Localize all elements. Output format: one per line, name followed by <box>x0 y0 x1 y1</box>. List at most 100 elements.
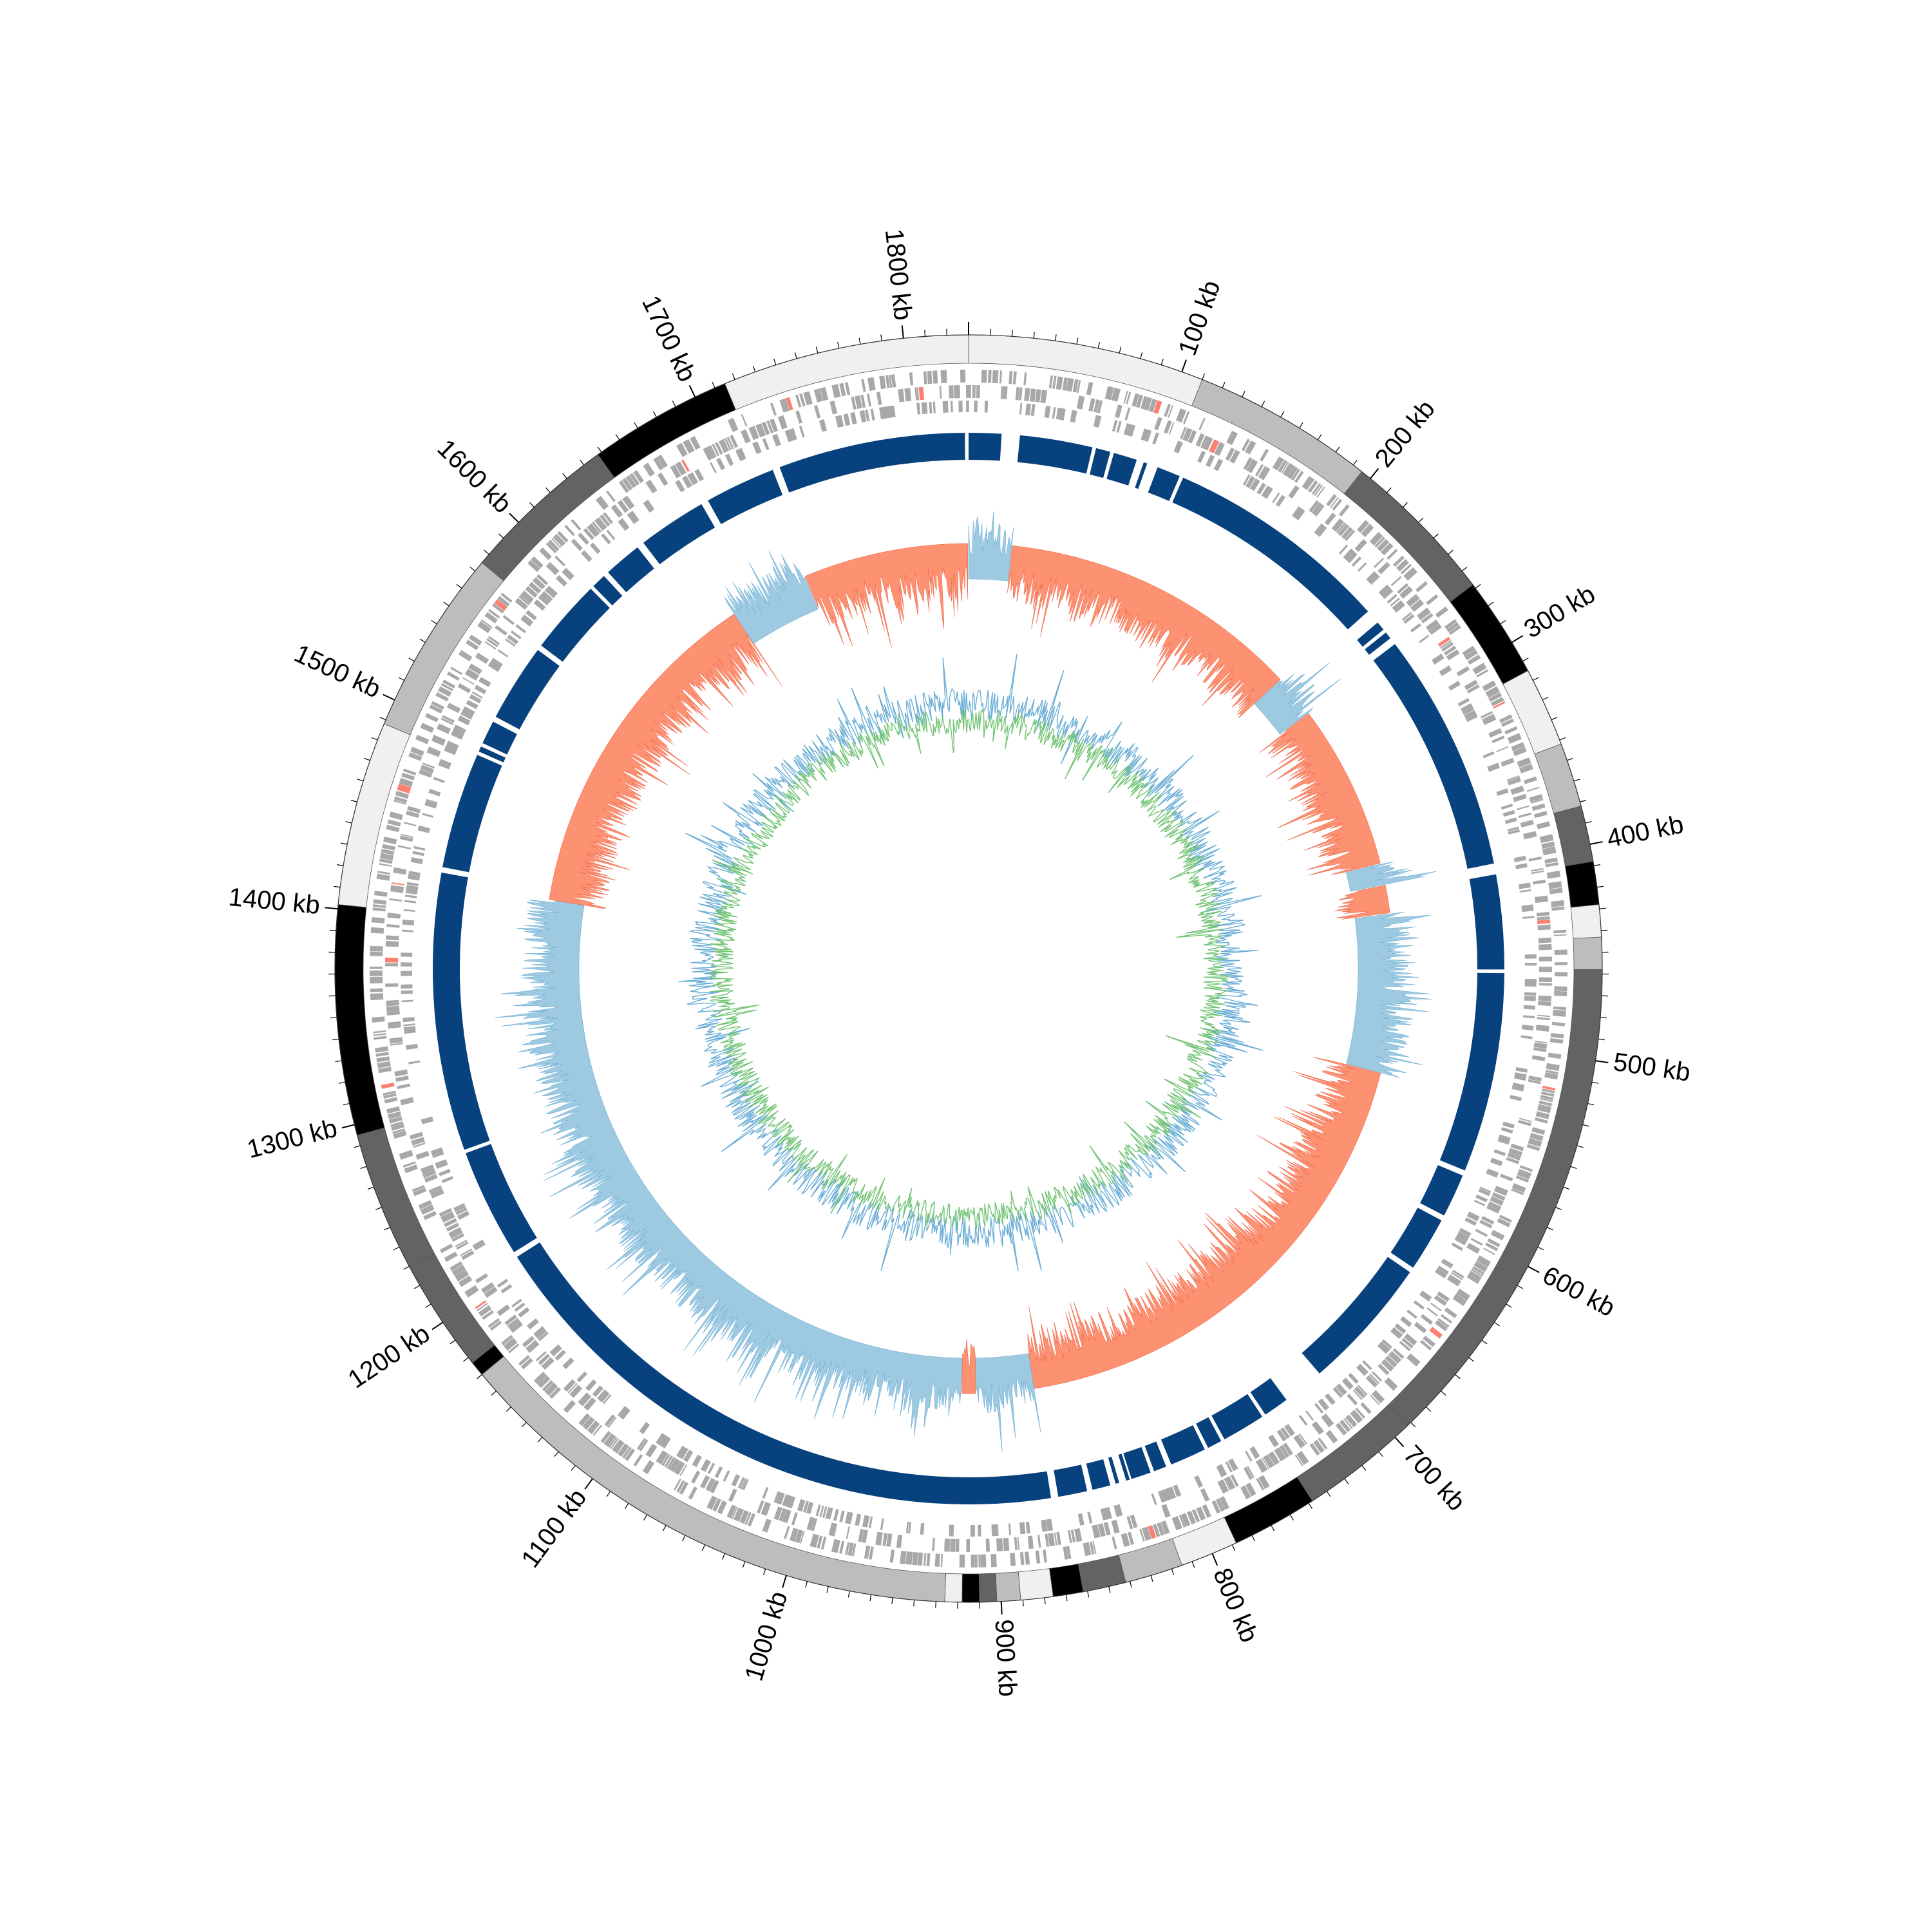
gene-feature <box>1519 1117 1532 1122</box>
gene-feature <box>1550 1033 1564 1039</box>
minor-tick <box>529 502 535 508</box>
gene-feature <box>985 1539 990 1552</box>
gene-feature <box>1420 1340 1432 1350</box>
gene-feature <box>423 1211 437 1220</box>
gene-feature <box>1188 430 1197 444</box>
gene-feature <box>629 473 640 486</box>
gene-feature <box>782 1509 791 1524</box>
gene-feature <box>802 1501 810 1513</box>
gene-feature <box>850 412 857 424</box>
gene-feature <box>848 1542 854 1556</box>
gene-feature <box>888 374 893 388</box>
gene-feature <box>450 1261 463 1271</box>
gene-feature <box>1539 1101 1553 1106</box>
gene-feature <box>489 1320 502 1331</box>
gene-feature <box>571 538 583 551</box>
minor-tick <box>337 864 344 866</box>
minor-tick <box>794 352 797 359</box>
gene-feature <box>515 624 526 634</box>
gene-feature <box>1000 386 1003 399</box>
gene-feature <box>381 848 395 855</box>
minor-tick <box>343 1103 350 1106</box>
gene-feature <box>1195 1475 1204 1488</box>
gene-feature <box>726 437 734 450</box>
minor-tick <box>1591 1081 1599 1084</box>
gene-feature <box>488 661 500 672</box>
gene-feature <box>1052 406 1056 419</box>
minor-tick <box>1559 737 1566 741</box>
gene-feature <box>370 970 383 976</box>
ideogram-band <box>1049 1564 1084 1597</box>
gene-feature <box>1410 599 1425 612</box>
gene-feature <box>1534 1040 1548 1044</box>
gene-feature <box>446 741 459 750</box>
gene-feature <box>1214 442 1225 456</box>
gene-feature <box>662 1437 671 1449</box>
gene-feature <box>587 1420 600 1434</box>
gene-feature <box>1094 399 1100 413</box>
gene-feature <box>1482 751 1495 759</box>
gene-feature <box>706 1495 717 1510</box>
gene-feature <box>1531 1127 1546 1135</box>
gene-feature <box>1198 417 1206 431</box>
gene-feature <box>1121 1533 1130 1548</box>
gene-feature <box>1015 387 1020 401</box>
gene-feature <box>1043 1549 1048 1563</box>
gene-feature <box>1421 612 1434 624</box>
gene-feature <box>446 1222 460 1232</box>
gene-feature <box>391 1123 404 1131</box>
gene-feature <box>1533 811 1548 819</box>
gene-feature <box>1533 1047 1547 1052</box>
gene-feature <box>1537 916 1550 921</box>
gene-feature <box>1475 1194 1488 1202</box>
gene-feature <box>687 473 697 486</box>
gene-feature <box>1548 881 1562 889</box>
gene-feature <box>410 857 423 864</box>
gene-feature <box>1524 962 1537 966</box>
gene-feature <box>409 1132 423 1140</box>
gene-feature <box>1464 710 1477 721</box>
minor-tick <box>1280 411 1285 417</box>
gene-feature <box>1072 379 1079 393</box>
gene-feature <box>1126 392 1132 405</box>
minor-tick <box>652 411 657 417</box>
tick-label: 1700 kb <box>636 291 701 386</box>
rna-feature <box>391 882 404 886</box>
gene-feature <box>406 1045 418 1050</box>
gene-feature <box>1539 967 1553 972</box>
gene-feature <box>617 500 629 513</box>
gene-feature <box>639 1421 650 1435</box>
major-tick <box>1181 359 1187 372</box>
gene-feature <box>1469 1271 1482 1280</box>
gene-feature <box>1488 692 1502 702</box>
gene-feature <box>1341 527 1353 540</box>
tick-label: 1600 kb <box>431 434 516 518</box>
gene-feature <box>1355 1407 1366 1419</box>
gene-feature <box>606 529 616 540</box>
gene-feature <box>843 413 851 426</box>
gene-feature <box>1406 1309 1417 1319</box>
gene-feature <box>454 1269 469 1282</box>
gene-feature <box>939 386 942 399</box>
gene-feature <box>1459 1229 1471 1237</box>
gene-feature <box>1345 1414 1358 1428</box>
gene-feature <box>1360 1402 1372 1414</box>
gene-feature <box>488 636 500 645</box>
gene-feature <box>920 1522 925 1535</box>
gene-feature <box>403 1023 415 1027</box>
gene-feature <box>417 826 430 833</box>
contig-block <box>1135 462 1148 489</box>
gene-feature <box>1544 1072 1558 1080</box>
gene-feature <box>1268 1434 1279 1448</box>
gene-feature <box>1440 640 1452 649</box>
gene-feature <box>383 1093 397 1099</box>
minor-tick <box>1403 502 1408 508</box>
gene-feature <box>791 1528 799 1542</box>
gene-feature <box>1403 614 1414 624</box>
gene-feature <box>737 1477 745 1489</box>
minor-tick <box>1593 864 1600 866</box>
gene-feature <box>1537 924 1551 931</box>
minor-tick <box>1160 358 1164 365</box>
gene-feature <box>1341 1378 1354 1390</box>
gene-feature <box>969 385 971 399</box>
